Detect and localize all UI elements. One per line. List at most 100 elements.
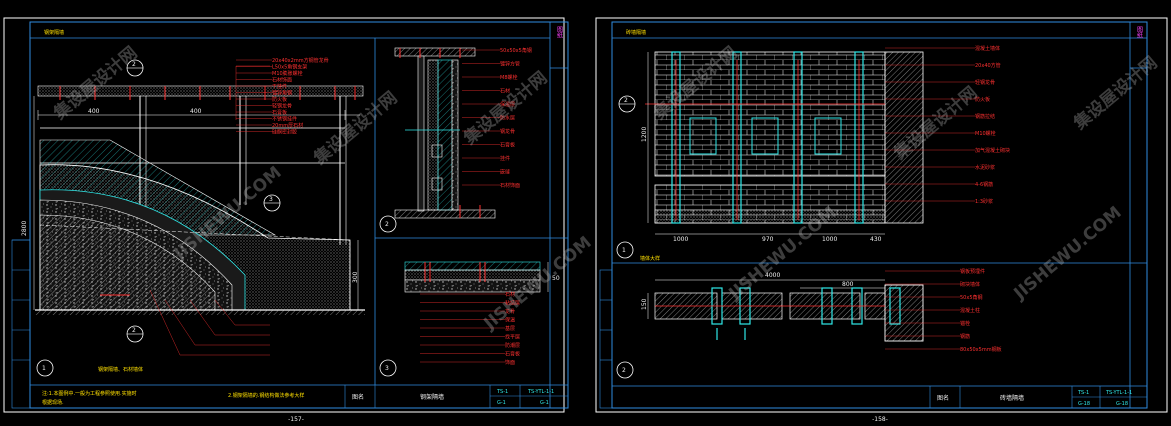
right-dim-bottom-1: 1000 — [673, 236, 688, 243]
callout-label: 石材饰面 — [272, 77, 292, 84]
left-title-block-name: 钢架隔墙 — [420, 393, 444, 401]
right-dim-bottom-4: 430 — [870, 236, 882, 243]
svg-text:2: 2 — [132, 61, 136, 68]
right-title-block: 图名 砖墙隔墙 TS-YTL-1-1 G-18 TS-1 G-18 — [612, 385, 1147, 408]
right-sheet-inner-frame — [611, 21, 1148, 409]
svg-text:2: 2 — [624, 97, 628, 104]
callout-label: 锚栓 — [960, 320, 970, 327]
left-view3-dim: 50 — [552, 275, 560, 282]
right-dim-side-v1: 1200 — [641, 127, 648, 142]
callout-label: 轻钢龙骨 — [272, 103, 292, 110]
left-view1-number: 1 — [42, 365, 46, 372]
right-sheet-title: 砖墙隔墙 — [626, 29, 646, 36]
right-dim-top-v2: 4000 — [765, 272, 780, 279]
view2-number-circle — [616, 361, 634, 379]
callout-label: 石材 — [500, 88, 510, 95]
right-view2-number: 2 — [622, 367, 626, 374]
callout-label: 硅酮密封胶 — [272, 129, 297, 136]
callout-label: 饰面 — [505, 359, 515, 366]
callout-label: M10膨胀螺栓 — [272, 70, 303, 77]
callout-label: 粘结层 — [505, 300, 520, 307]
left-view2-detail: 2 — [379, 47, 496, 233]
right-view2-plan: 墙体大样 4000 800 150 2 — [616, 255, 924, 379]
callout-label: 挂件 — [500, 155, 510, 162]
left-view1-section: 400 400 — [21, 59, 365, 377]
callout-label: 50x5角钢 — [960, 294, 983, 301]
left-dim-top-2: 400 — [190, 108, 202, 115]
left-view3-number: 3 — [385, 365, 389, 372]
view2-number-circle — [379, 215, 397, 233]
callout-label: 找平层 — [505, 334, 520, 341]
callout-label: 龙骨 — [505, 308, 515, 315]
callout-label: 石膏板 — [272, 109, 287, 116]
svg-text:2: 2 — [132, 327, 136, 334]
callout-label: 混凝土柱 — [960, 307, 980, 314]
callout-label: 20x40方管 — [975, 62, 1001, 69]
left-sheet-inner-frame — [29, 21, 569, 409]
left-title-block-label: 图名 — [352, 393, 364, 401]
left-notes-line3: 2.钢架隔墙的.钢结构做法参考大样 — [228, 392, 304, 399]
left-sheet: 钢架隔墙 图纸 注:1.本图例中.一般为工程参照使用.实施时 根据现场. 2.钢… — [3, 17, 569, 423]
left-view2-number: 2 — [385, 221, 389, 228]
left-dim-height: 2800 — [21, 221, 28, 236]
right-dim-mid-v2: 800 — [842, 281, 854, 288]
left-view1-caption: 钢架隔墙、石材墙体 — [98, 366, 143, 373]
left-tb-code1: TS-YTL-1-1 — [527, 389, 554, 395]
callout-label: 干挂件 — [272, 83, 287, 90]
callout-label: 4-6钢筋 — [975, 181, 993, 188]
left-tb-sub1: TS-1 — [496, 389, 508, 395]
callout-label: 钢筋 — [960, 333, 970, 340]
right-sheet: 砖墙隔墙 图纸 图名 砖墙隔墙 TS-YTL-1-1 G-18 TS-1 G-1… — [595, 17, 1168, 423]
callout-label: 钢龙骨 — [500, 128, 515, 135]
right-title-block-label: 图名 — [937, 394, 949, 402]
callout-label: 混凝土墙体 — [975, 45, 1000, 52]
svg-text:3: 3 — [269, 196, 273, 203]
callout-label: 保温层 — [500, 101, 515, 108]
view1-number-circle — [616, 241, 634, 259]
callout-label: 钢筋拉结 — [975, 113, 995, 120]
callout-label: 水泥砂浆 — [975, 164, 995, 171]
callout-label: 嵌缝 — [500, 169, 510, 176]
callout-label: 石材饰面 — [500, 182, 520, 189]
left-notes-line1: 注:1.本图例中.一般为工程参照使用.实施时 — [42, 390, 137, 397]
callout-label: 不锈钢挂件 — [272, 116, 297, 123]
left-dim-side: 300 — [352, 271, 359, 283]
callout-label: 石膏板 — [505, 351, 520, 358]
callout-label: 石材 — [505, 291, 515, 298]
right-tb-code1: TS-YTL-1-1 — [1105, 390, 1132, 396]
view1-number-circle — [36, 359, 54, 377]
left-view3-detail: 50 3 — [379, 261, 560, 377]
right-dim-bottom-3: 1000 — [822, 236, 837, 243]
callout-label: 1:3砂浆 — [975, 198, 993, 205]
callout-label: 保温 — [505, 317, 515, 324]
left-tb-code2: G-1 — [540, 400, 549, 406]
callout-label: M8螺栓 — [500, 74, 518, 81]
callout-label: 20mm厚石材 — [272, 122, 303, 129]
callout-label: L50x5角钢支架 — [272, 64, 307, 71]
callout-label: 80x50x5mm钢板 — [960, 346, 1002, 353]
right-view1-number: 1 — [622, 247, 626, 254]
callout-label: 石膏板 — [500, 142, 515, 149]
callout-label: 防潮层 — [505, 342, 520, 349]
callout-label: 20x40x2mm方钢管龙骨 — [272, 57, 329, 64]
right-tb-code2: G-18 — [1116, 401, 1128, 407]
callout-label: 镀锌角钢 — [272, 90, 292, 97]
right-corner-stamp: 图纸 — [1136, 26, 1143, 39]
callout-label: M10螺栓 — [975, 130, 996, 137]
right-dim-side-v2: 150 — [641, 298, 648, 310]
callout-label: 防水层 — [500, 115, 515, 122]
right-view1-callouts: 混凝土墙体20x40方管轻钢龙骨防火板钢筋拉结M10螺栓加气混凝土砌块水泥砂浆4… — [885, 45, 1010, 205]
right-sheet-outer-frame — [595, 17, 1168, 413]
callout-label: 加气混凝土砌块 — [975, 147, 1010, 154]
left-page-number: -157- — [288, 416, 304, 423]
callout-label: 轻钢龙骨 — [975, 79, 995, 86]
left-dim-top-1: 400 — [88, 108, 100, 115]
callout-label: 防火板 — [272, 96, 287, 103]
watermark-text: JISHEWU.COM — [1010, 203, 1126, 305]
left-sheet-outer-frame — [3, 17, 565, 413]
right-tb-sub1: TS-1 — [1077, 390, 1089, 396]
left-tb-sub2: G-1 — [497, 400, 506, 406]
